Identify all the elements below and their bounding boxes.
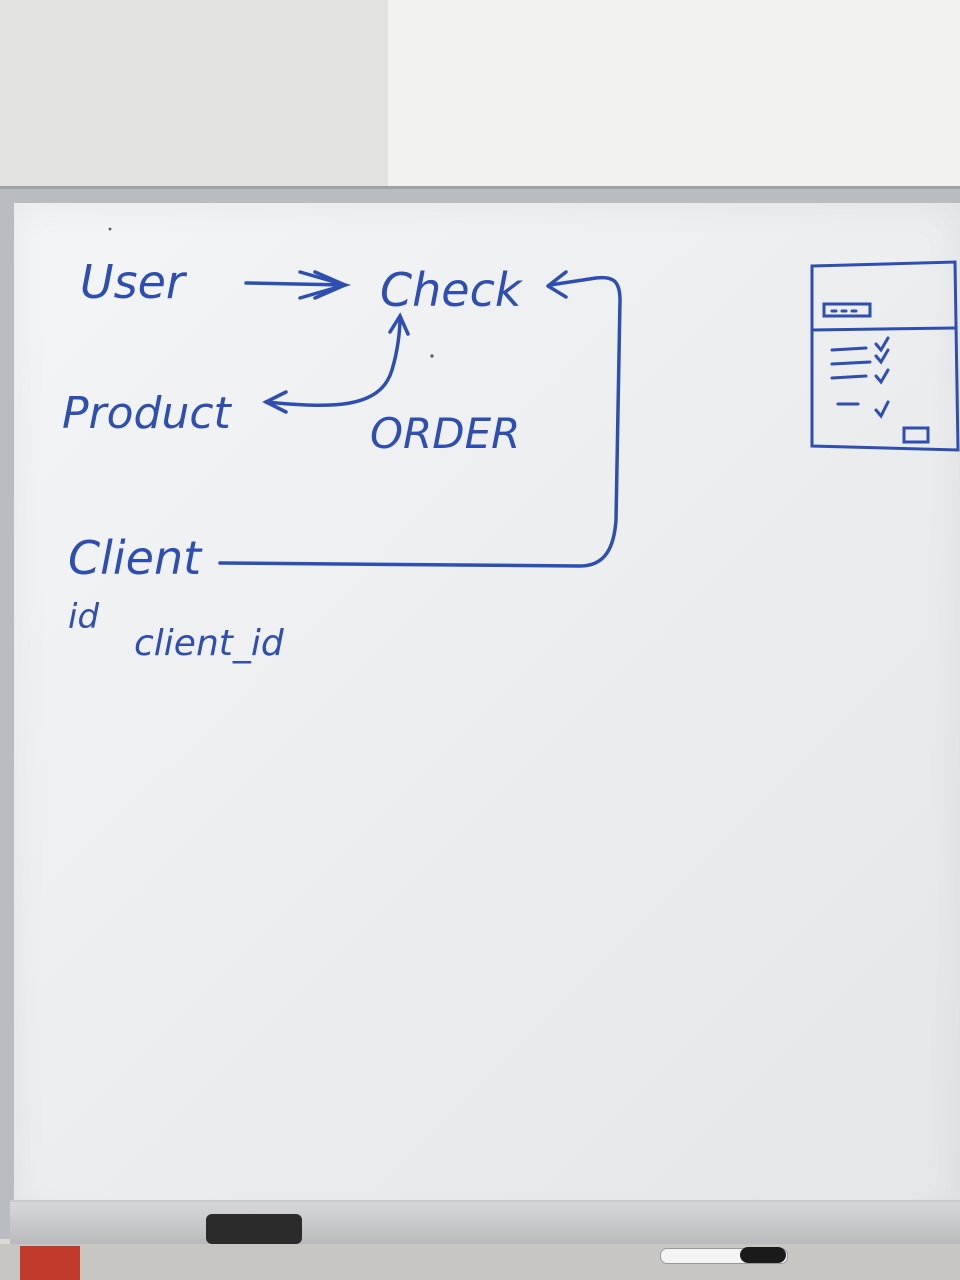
floor: [0, 1244, 960, 1280]
check-mark-icon: [874, 348, 890, 365]
whiteboard-surface: [14, 203, 960, 1221]
check-mark-icon: [874, 400, 890, 419]
red-bin: [20, 1246, 80, 1280]
label-check: Check: [380, 263, 524, 317]
ui-mockup-sketch: [810, 260, 960, 452]
check-mark-icon: [874, 368, 890, 385]
marker-cap: [740, 1247, 786, 1263]
label-client: Client: [68, 531, 203, 585]
wall-background: [0, 0, 390, 190]
arrow-product-to-check: [262, 312, 410, 414]
eraser[interactable]: [206, 1214, 302, 1244]
wall-background-bright: [388, 0, 960, 210]
label-id: id: [68, 597, 99, 637]
label-product: Product: [62, 388, 233, 439]
arrow-user-to-check: [244, 270, 352, 300]
whiteboard-frame: [0, 186, 960, 1239]
arrow-client-to-check: [218, 270, 622, 568]
label-order: ORDER: [370, 409, 520, 458]
check-mark-icon: [874, 336, 890, 353]
board-speck: [430, 354, 434, 358]
marker-tray: [10, 1200, 960, 1247]
mockup-button-icon: [902, 426, 930, 444]
label-client-id: client_id: [134, 623, 285, 664]
board-speck: [108, 227, 112, 231]
label-user: User: [80, 255, 188, 309]
